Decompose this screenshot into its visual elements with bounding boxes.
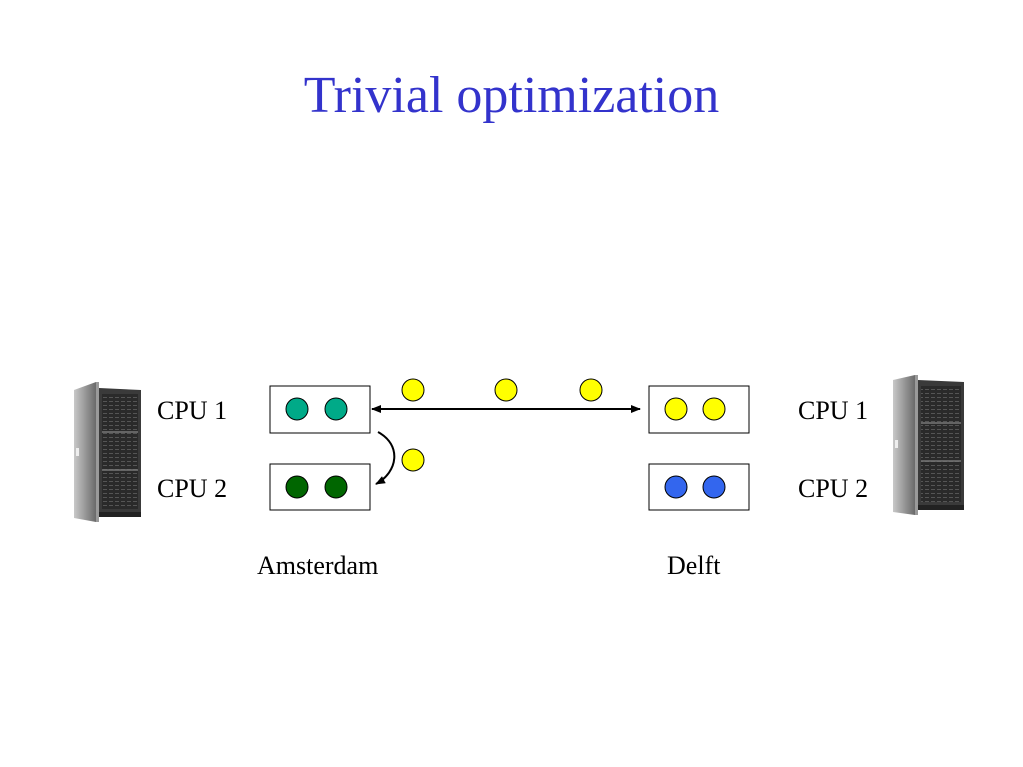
job-delft-cpu2-b <box>702 475 726 499</box>
amsterdam-cpu2-box <box>269 463 371 511</box>
delft-cpu1-label: CPU 1 <box>798 396 869 425</box>
server-rack-icon-amsterdam <box>74 382 141 522</box>
job-amsterdam-cpu1-a <box>285 397 309 421</box>
server-rack-icon-delft <box>893 375 964 515</box>
delft-cpu1-box <box>648 385 750 434</box>
site-label-delft: Delft <box>667 551 721 580</box>
job-in-transit-1 <box>401 378 425 402</box>
amsterdam-cpu2-label: CPU 2 <box>157 474 228 503</box>
job-delft-cpu1-b <box>702 397 726 421</box>
job-in-transit-local <box>401 448 425 472</box>
delft-cpu2-label: CPU 2 <box>798 474 869 503</box>
delft-cpu2-box <box>648 463 750 511</box>
slide-title: Trivial optimization <box>303 67 720 124</box>
amsterdam-cpu1-box <box>269 385 371 434</box>
site-label-amsterdam: Amsterdam <box>257 551 379 580</box>
job-delft-cpu2-a <box>664 475 688 499</box>
job-in-transit-3 <box>579 378 603 402</box>
job-delft-cpu1-a <box>664 397 688 421</box>
job-amsterdam-cpu2-b <box>324 475 348 499</box>
amsterdam-cpu1-label: CPU 1 <box>157 396 228 425</box>
local-migration-arrow <box>375 431 396 485</box>
job-amsterdam-cpu2-a <box>285 475 309 499</box>
job-amsterdam-cpu1-b <box>324 397 348 421</box>
job-in-transit-2 <box>494 378 518 402</box>
